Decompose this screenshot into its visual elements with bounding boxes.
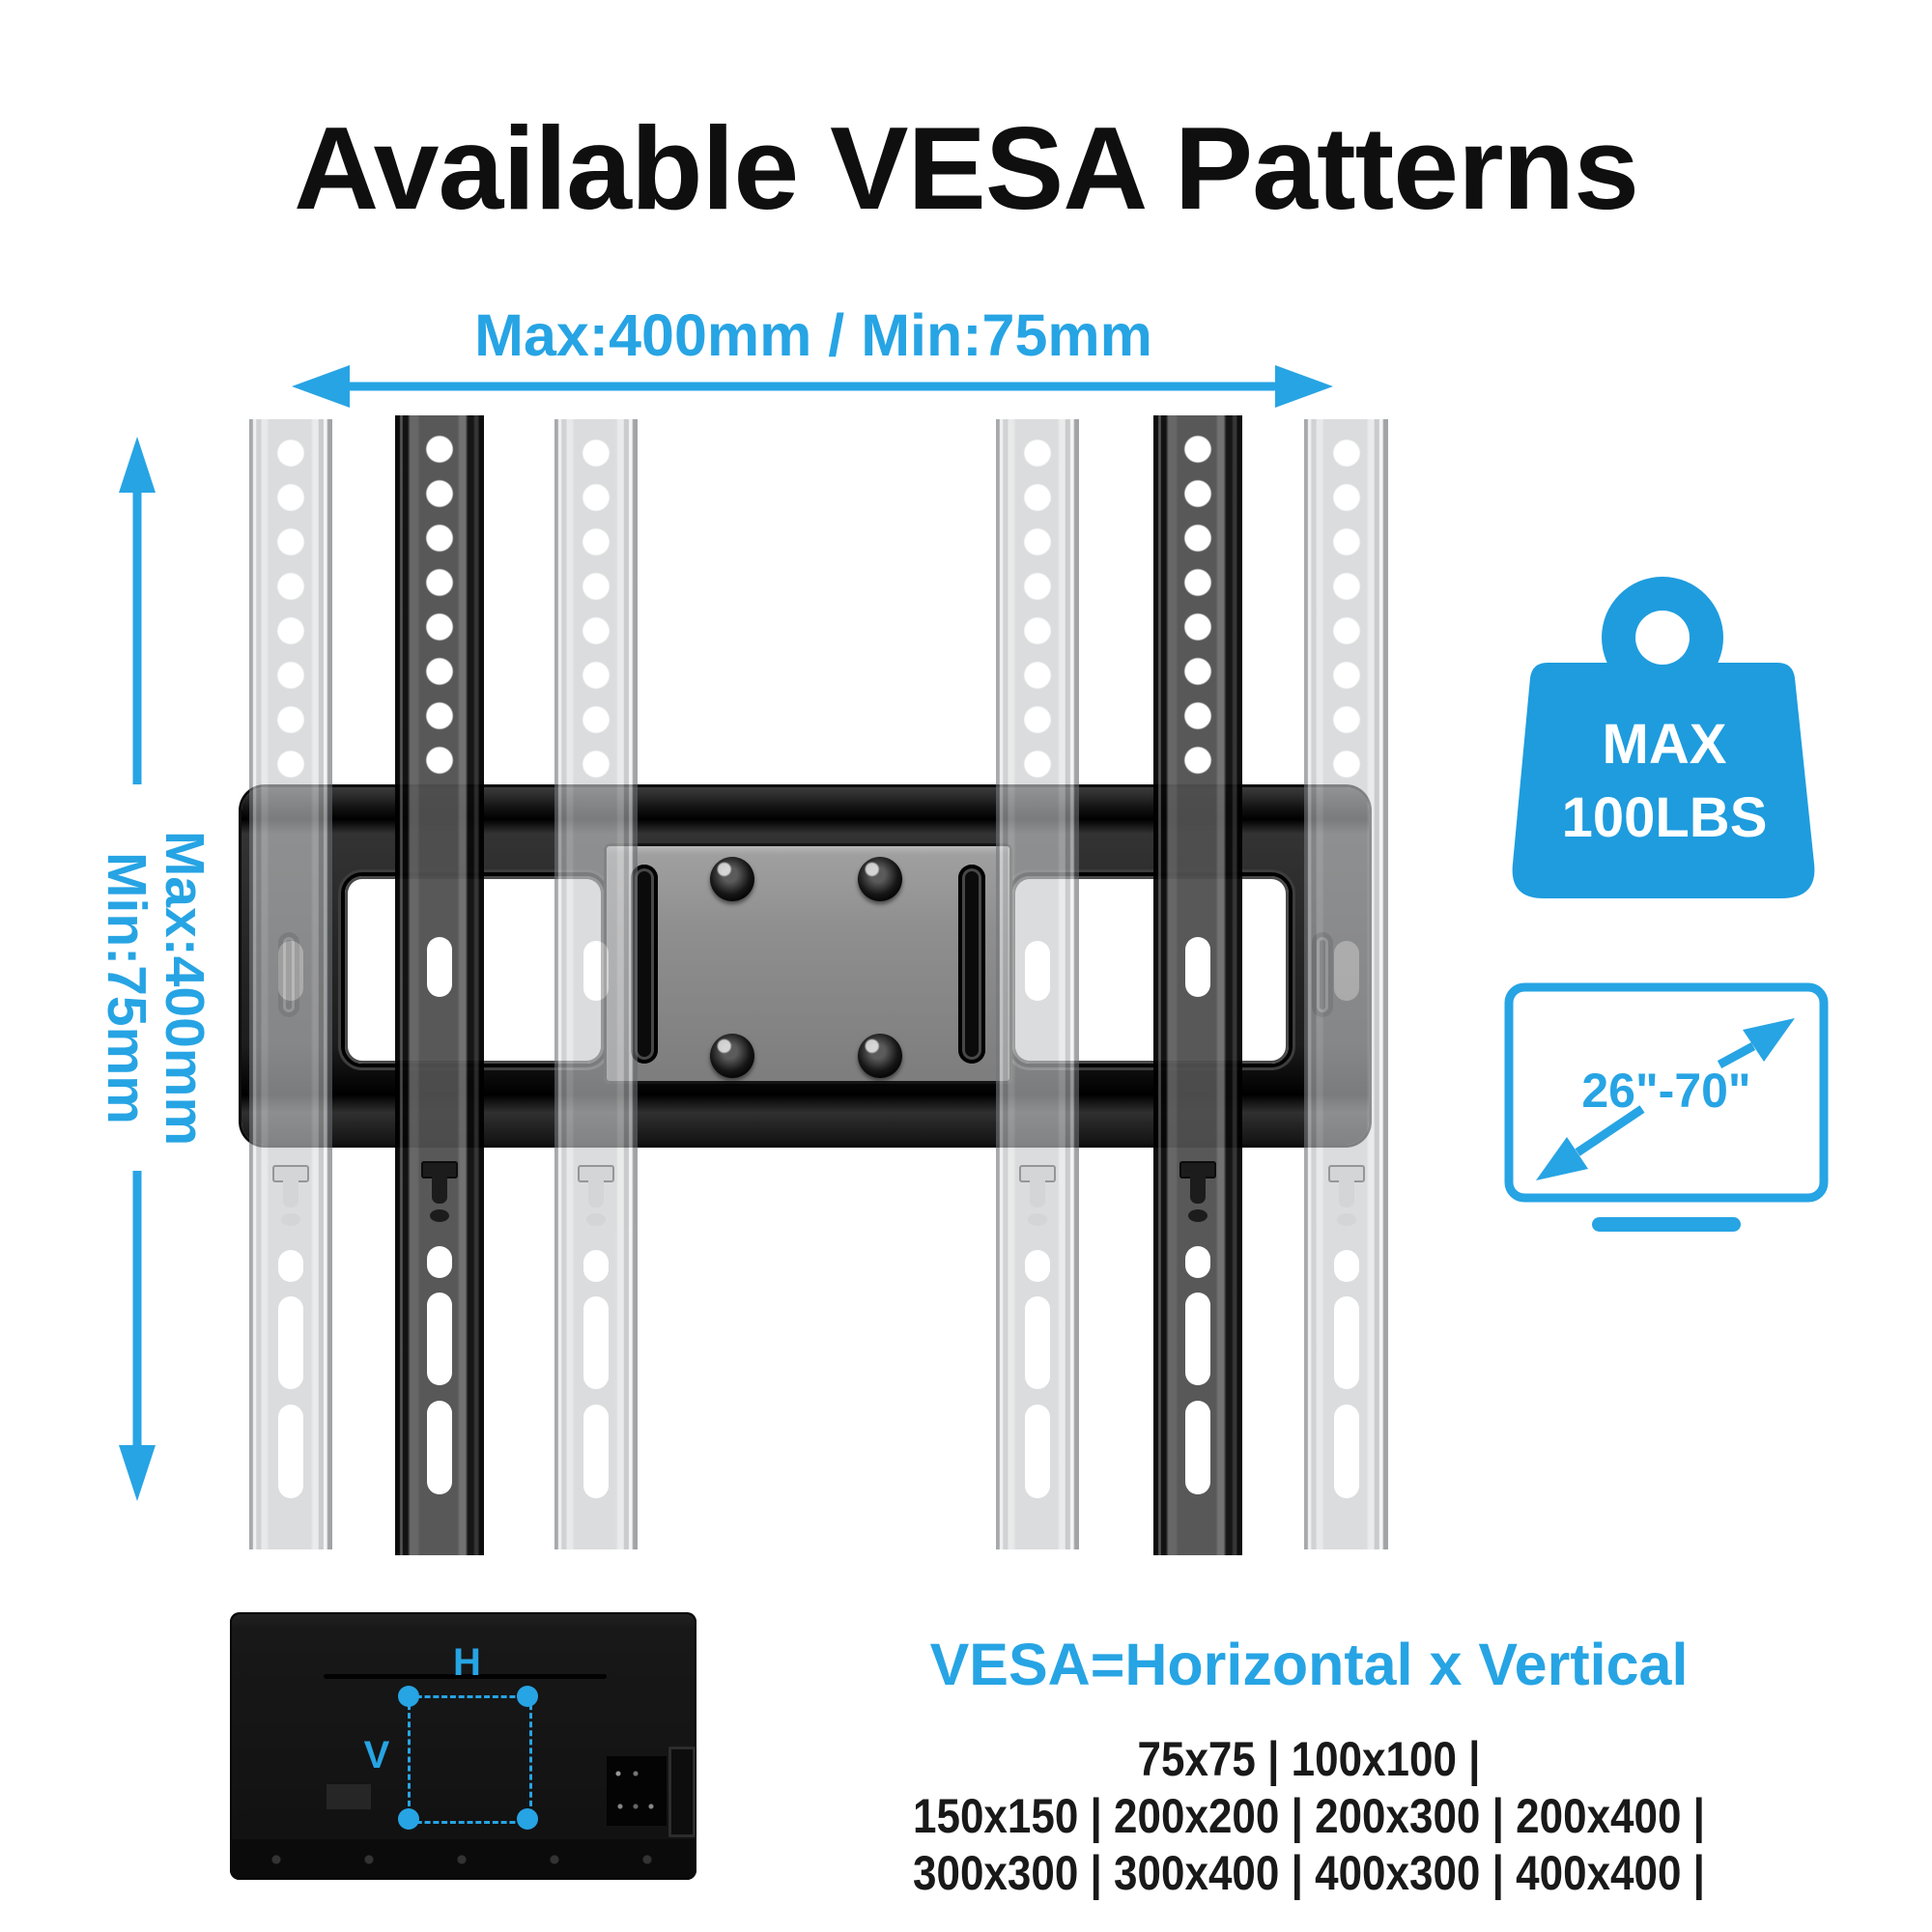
diagonal-arrow-head-icon — [1743, 1018, 1795, 1062]
vesa-corner-dot — [517, 1686, 538, 1707]
vesa-rail-ghost-4 — [1304, 419, 1388, 1549]
tv-back-illustration: H V — [230, 1612, 696, 1880]
vesa-formula-heading: VESA=Horizontal x Vertical — [929, 1632, 1689, 1697]
vesa-v-label: V — [363, 1734, 390, 1776]
vesa-dashed-square — [408, 1695, 532, 1824]
vesa-corner-dot — [398, 1686, 419, 1707]
plate-screw-bottom-left — [710, 1034, 754, 1078]
tv-stand-line — [1592, 1217, 1741, 1232]
weight-capacity-icon: MAX 100LBS — [1512, 577, 1815, 898]
tv-bottom-bar — [230, 1839, 696, 1880]
tv-side-port-panel — [668, 1747, 696, 1837]
screen-size-label: 26"-70" — [1581, 1064, 1751, 1118]
vesa-size-row: 300x300 | 300x400 | 400x300 | 400x400 | — [913, 1846, 1705, 1900]
vesa-rail-ghost-1 — [249, 419, 332, 1549]
page-title: Available VESA Patterns — [294, 102, 1639, 234]
diagonal-arrow-tail-icon — [1536, 1137, 1588, 1180]
plate-slot-right — [958, 865, 985, 1064]
weight-max-label: MAX — [1603, 713, 1727, 776]
tv-screen-size-icon — [1504, 982, 1829, 1232]
vesa-size-list: 75x75 | 100x100 | 150x150 | 200x200 | 20… — [811, 1731, 1806, 1902]
vesa-size-row: 150x150 | 200x200 | 200x300 | 200x400 | — [913, 1789, 1705, 1843]
horizontal-double-arrow-icon — [292, 365, 1333, 408]
vesa-h-label: H — [453, 1641, 481, 1684]
vesa-rail-ghost-2 — [554, 419, 638, 1549]
vertical-dimension-line1: Max:400mm — [154, 830, 215, 1147]
plate-screw-bottom-right — [858, 1034, 902, 1078]
weight-capacity-label: 100LBS — [1562, 786, 1768, 849]
vertical-dimension-line2: Min:75mm — [96, 852, 157, 1124]
vesa-rail-ghost-3 — [996, 419, 1079, 1549]
plate-screw-top-left — [710, 857, 754, 901]
tv-label-plate — [327, 1784, 371, 1809]
vesa-adapter-plate — [604, 843, 1012, 1084]
tv-port-panel — [607, 1756, 667, 1826]
vesa-rail-mounted-left — [395, 415, 484, 1555]
tv-grille-line — [324, 1674, 607, 1679]
vesa-corner-dot — [517, 1808, 538, 1830]
vesa-corner-dot — [398, 1808, 419, 1830]
plate-screw-top-right — [858, 857, 902, 901]
vesa-rail-mounted-right — [1153, 415, 1242, 1555]
horizontal-dimension-label: Max:400mm / Min:75mm — [474, 302, 1152, 368]
vesa-size-row: 75x75 | 100x100 | — [1137, 1732, 1481, 1786]
vertical-double-arrow-icon — [119, 437, 156, 1501]
